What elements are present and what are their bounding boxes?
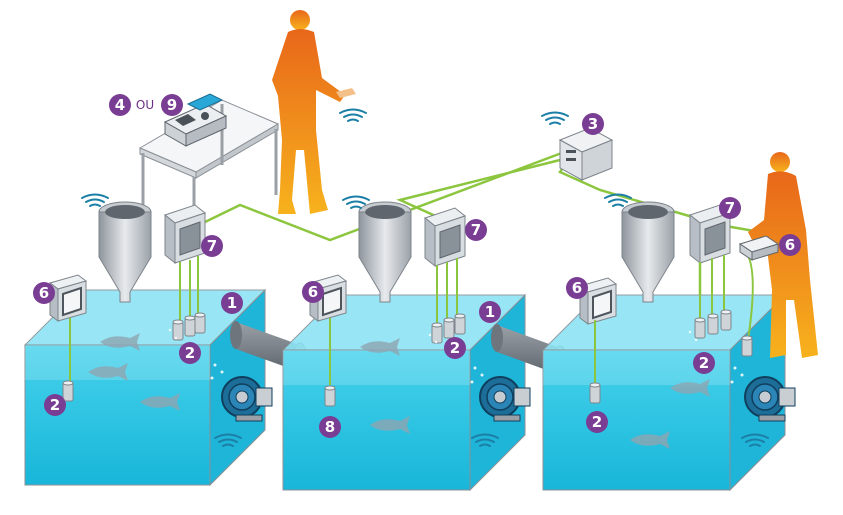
- sensor-probe-icon: [454, 313, 466, 335]
- sensor-probe-icon: [62, 380, 74, 402]
- sensor-probe-icon: [431, 322, 443, 344]
- computer-terminal-icon: [163, 103, 228, 147]
- handheld-meter-icon: [738, 235, 780, 261]
- feeder-hopper-icon: [621, 201, 675, 303]
- feeder-hopper-icon: [358, 201, 412, 303]
- or-label: OU: [136, 98, 154, 112]
- sensor-probe-icon: [443, 317, 455, 339]
- badge-1-tank-1: 1: [227, 294, 237, 312]
- feeder-hopper-icon: [98, 201, 152, 303]
- sensor-probe-icon: [741, 335, 753, 357]
- sensor-probe-icon: [707, 313, 719, 335]
- badge-2-tank-2: 2: [450, 339, 460, 357]
- wireless-signal-icon: [339, 108, 367, 122]
- badge-7-tank-1: 7: [207, 237, 217, 255]
- sensor-probe-icon: [172, 319, 184, 341]
- sensor-probe-icon: [694, 317, 706, 339]
- badge-7-tank-3: 7: [725, 199, 735, 217]
- badge-4: 4: [115, 96, 125, 114]
- sensor-probe-icon: [324, 385, 336, 407]
- badge-2-tank-1-bottom: 2: [50, 396, 60, 414]
- badge-6-tank-1: 6: [39, 284, 49, 302]
- person-icon: [272, 10, 356, 214]
- badge-group: [33, 197, 801, 438]
- control-panel-icon: [424, 207, 466, 267]
- wireless-signal-icon: [541, 111, 569, 125]
- badge-6-tank-3: 6: [572, 279, 582, 297]
- handheld-meter-icon: [186, 93, 224, 111]
- badge-1-tank-2: 1: [485, 303, 495, 321]
- badge-6-tank-2: 6: [308, 283, 318, 301]
- badge-7-tank-2: 7: [471, 221, 481, 239]
- badge-2-tank-3-probe: 2: [699, 354, 709, 372]
- badge-2-tank-1-probe: 2: [185, 344, 195, 362]
- sensor-probe-icon: [589, 382, 601, 404]
- badge-6-handheld: 6: [785, 236, 795, 254]
- person-icon: [748, 152, 818, 358]
- sensor-probe-icon: [720, 309, 732, 331]
- central-unit-3: [558, 127, 614, 181]
- air-bubbles: [168, 328, 744, 384]
- control-panel-icon: [164, 204, 206, 264]
- wireless-signal-icon: [81, 193, 109, 207]
- badge-3: 3: [588, 115, 598, 133]
- sensor-probe-icon: [184, 315, 196, 337]
- legend-4-or-9: 4 OU 9: [109, 94, 183, 116]
- badge-2-tank-3-bottom: 2: [592, 413, 602, 431]
- badge-9: 9: [167, 96, 177, 114]
- sensor-probe-icon: [194, 312, 206, 334]
- display-panel-icon: [49, 274, 87, 322]
- badge-8: 8: [325, 418, 335, 436]
